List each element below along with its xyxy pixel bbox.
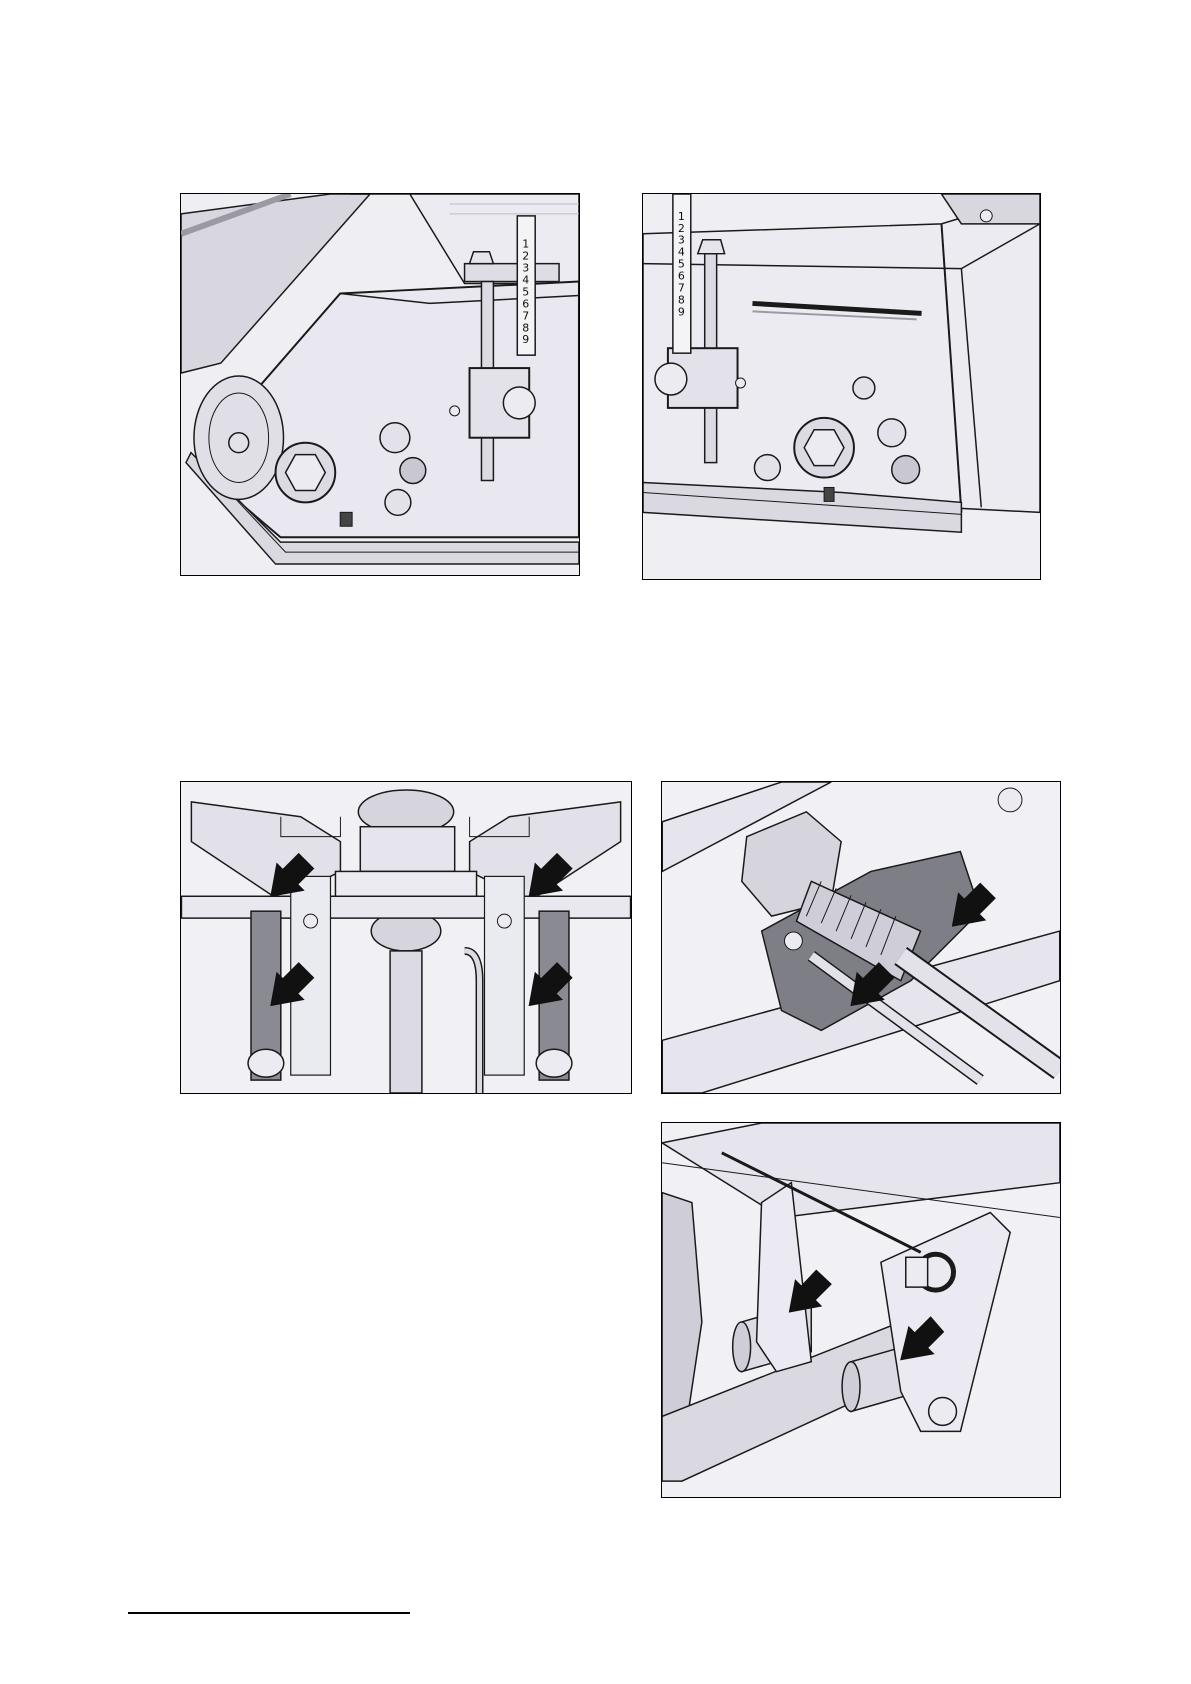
- figure-hinge-pivot: [661, 1122, 1061, 1498]
- figure-gearbox-side-right: 1 2 3 4 5 6 7 8 9: [642, 193, 1041, 580]
- machine-part-illustration: 1 2 3 4 5 6 7 8 9: [181, 194, 579, 575]
- dipstick-scale: 1 2 3 4 5 6 7 8 9: [522, 238, 529, 346]
- scale-mark: 9: [522, 333, 529, 346]
- dipstick-scale: 1 2 3 4 5 6 7 8 9: [678, 210, 685, 319]
- machine-part-illustration: [662, 1123, 1060, 1497]
- machine-part-illustration: 1 2 3 4 5 6 7 8 9: [643, 194, 1040, 579]
- scale-mark: 9: [678, 305, 685, 318]
- machine-part-illustration: [181, 782, 631, 1093]
- footnote-separator: [128, 1612, 410, 1614]
- machine-part-illustration: [662, 782, 1060, 1093]
- figure-gearbox-side-left: 1 2 3 4 5 6 7 8 9: [180, 193, 580, 576]
- figure-headstock: [180, 781, 632, 1094]
- figure-driveline-bracket: [661, 781, 1061, 1094]
